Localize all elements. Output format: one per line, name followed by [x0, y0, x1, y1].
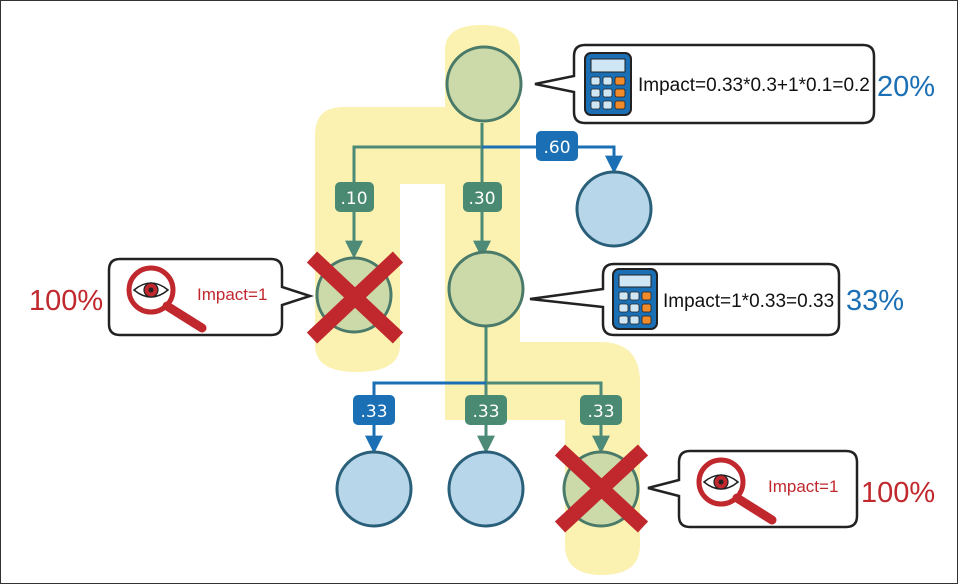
- node-mid: [447, 250, 525, 328]
- callout-left: Impact=1 100%: [29, 257, 315, 337]
- callout-bottom: Impact=1 100%: [647, 449, 935, 529]
- callout-text: Impact=1: [197, 285, 267, 304]
- callout-percent: 100%: [29, 285, 103, 317]
- cross-icon: [554, 444, 649, 533]
- edge-label-text: .33: [472, 402, 499, 422]
- magnifier-eye-icon: [696, 457, 777, 525]
- callout-bubble: [529, 262, 841, 337]
- callout-percent: 33%: [846, 285, 904, 317]
- callout-percent: 100%: [861, 477, 935, 509]
- callout-text: Impact=1: [768, 477, 838, 496]
- callout-percent: 20%: [877, 71, 935, 103]
- node-root: [445, 45, 523, 123]
- magnifier-eye-icon: [126, 265, 207, 333]
- node-right: [575, 170, 653, 248]
- edge-root-to-right: [482, 145, 623, 174]
- edge-labels: .60 .10 .30 .33 .33 .33: [335, 131, 622, 425]
- calculator-icon: [584, 52, 632, 116]
- edge-mid-to-right: [486, 381, 610, 454]
- edge-mid-to-left: [365, 381, 486, 454]
- cross-icon: [306, 251, 404, 344]
- edge-label-mid-to-center: .33: [465, 395, 507, 425]
- edge-label-text: .10: [340, 189, 367, 209]
- edge-root-to-left: [345, 145, 482, 259]
- edge-label-root-to-left: .10: [335, 182, 374, 212]
- edge-label-text: .30: [468, 189, 495, 209]
- edge-label-mid-to-left: .33: [353, 395, 395, 425]
- callout-text: Impact=0.33*0.3+1*0.1=0.2: [638, 75, 870, 96]
- edge-label-root-to-right: .60: [536, 131, 578, 161]
- edge-label-root-to-mid: .30: [463, 182, 502, 212]
- edge-label-mid-to-right: .33: [580, 395, 622, 425]
- node-bottom-center: [447, 450, 525, 528]
- callout-text: Impact=1*0.33=0.33: [663, 291, 834, 312]
- edge-label-text: .60: [543, 138, 570, 158]
- calculator-icon: [612, 268, 658, 330]
- edge-label-text: .33: [587, 402, 614, 422]
- callout-top: Impact=0.33*0.3+1*0.1=0.2 20%: [534, 43, 935, 125]
- cross-marks: [306, 251, 649, 533]
- callout-middle: Impact=1*0.33=0.33 33%: [529, 262, 904, 337]
- edge-label-text: .33: [360, 402, 387, 422]
- node-bottom-left: [335, 450, 413, 528]
